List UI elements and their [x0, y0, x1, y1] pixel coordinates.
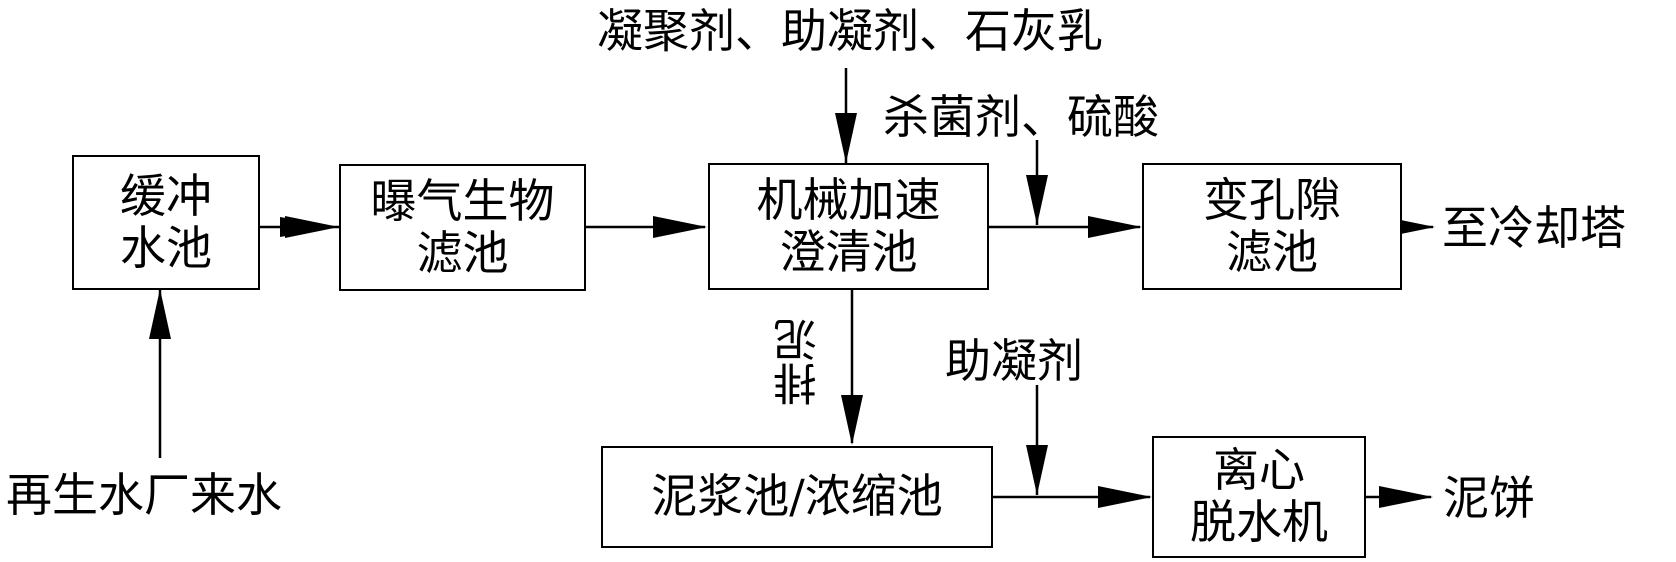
- box-sludge-tank: 泥浆池/浓缩池: [601, 446, 993, 548]
- arrowhead-centrifuge-cake: [1379, 486, 1433, 508]
- box-baf: 曝气生物 滤池: [339, 164, 586, 291]
- arrowhead-buffer-baf: [285, 216, 339, 238]
- box-clarifier: 机械加速 澄清池: [708, 163, 989, 290]
- box-filter-line1: 变孔隙: [1203, 172, 1341, 227]
- arrowhead-coagulant-line: [1026, 445, 1048, 495]
- label-coagulant-aid: 助凝剂: [945, 334, 1083, 388]
- box-clarifier-line1: 机械加速: [756, 172, 941, 227]
- arrowhead-chemicals-clarifier: [835, 113, 857, 163]
- box-buffer-tank: 缓冲 水池: [72, 155, 260, 290]
- label-reclaimed-water-inflow: 再生水厂来水: [6, 468, 282, 522]
- box-centrifuge-line2: 脱水机: [1190, 495, 1328, 549]
- label-chemicals-filter: 杀菌剂、硫酸: [883, 90, 1159, 144]
- box-buffer-tank-line1: 缓冲: [120, 168, 212, 223]
- box-centrifuge-line1: 离心: [1213, 443, 1305, 498]
- arrowhead-inflow-buffer: [149, 289, 171, 339]
- label-to-cooling-tower: 至冷却塔: [1442, 201, 1626, 255]
- label-sludge-discharge: 排泥: [774, 318, 825, 406]
- box-baf-line1: 曝气生物: [370, 173, 555, 228]
- box-clarifier-line2: 澄清池: [779, 224, 918, 279]
- arrowhead-sludge-centrifuge: [1098, 486, 1152, 508]
- arrowhead-clarifier-filter: [1088, 216, 1142, 238]
- box-buffer-tank-line2: 水池: [120, 220, 212, 275]
- box-centrifuge: 离心 脱水机: [1152, 436, 1366, 558]
- arrowhead-sludge-discharge: [841, 395, 863, 445]
- label-sludge-cake: 泥饼: [1443, 471, 1535, 525]
- box-sludge-tank-line1: 泥浆池/浓缩池: [651, 469, 943, 524]
- arrowhead-baf-clarifier: [653, 216, 707, 238]
- label-chemicals-top: 凝聚剂、助凝剂、石灰乳: [597, 4, 1103, 58]
- box-filter-line2: 滤池: [1226, 224, 1318, 279]
- arrowhead-disinfectant-line: [1026, 175, 1048, 225]
- box-baf-line2: 滤池: [416, 225, 509, 280]
- box-variable-pore-filter: 变孔隙 滤池: [1142, 163, 1402, 290]
